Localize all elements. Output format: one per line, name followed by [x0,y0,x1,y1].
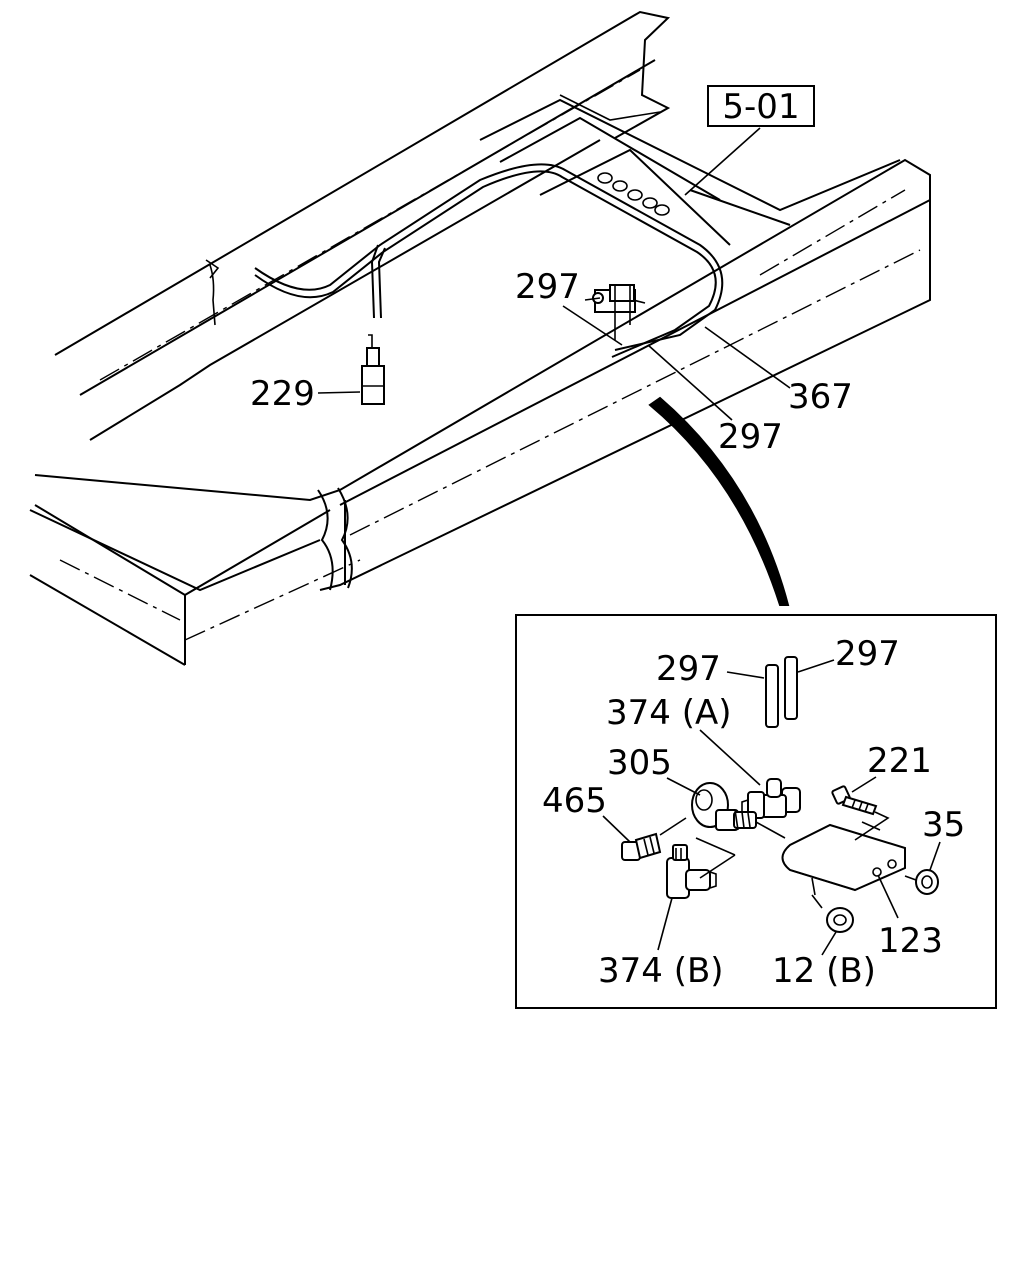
callout-297-upper: 297 [515,267,580,307]
fitting-229 [361,347,385,405]
detail-callout-305: 305 [607,743,672,783]
detail-frame [515,614,997,1009]
callout-229: 229 [250,374,315,414]
reference-label[interactable]: 5-01 [722,87,799,127]
detail-callout-221: 221 [867,741,932,781]
detail-callout-465: 465 [542,781,607,821]
connector-assembly [584,284,646,340]
main-callouts: 297 229 367 297 [250,267,853,457]
bolt-221 [831,785,878,816]
detail-callout-297-right: 297 [835,634,900,674]
bracket-123 [781,823,906,896]
assembly-guide-lines [659,811,917,909]
detail-panel: 297 297 374 (A) 305 [515,614,997,1009]
detail-callout-297-left: 297 [656,649,721,689]
detail-callout-374a: 374 (A) [606,693,732,733]
plug-465 [621,832,662,861]
detail-pointer [648,396,790,606]
detail-callout-374b: 374 (B) [598,951,724,991]
detail-callout-123: 123 [878,921,943,961]
tee-305 [691,782,757,831]
crossmember-holes [597,172,670,216]
chassis-frame [29,10,931,666]
callout-297-lower: 297 [718,417,783,457]
elbow-374a [741,778,801,819]
pipe-assembly [205,163,724,358]
tube-297-pair [765,656,798,728]
nut-12b [826,907,854,933]
reference-box[interactable] [707,85,815,127]
callout-367: 367 [788,377,853,417]
detail-callout-12b: 12 (B) [772,951,876,991]
detail-callout-35: 35 [922,805,965,845]
reference-box-group[interactable]: 5-01 [684,85,815,196]
nut-35 [915,869,939,895]
